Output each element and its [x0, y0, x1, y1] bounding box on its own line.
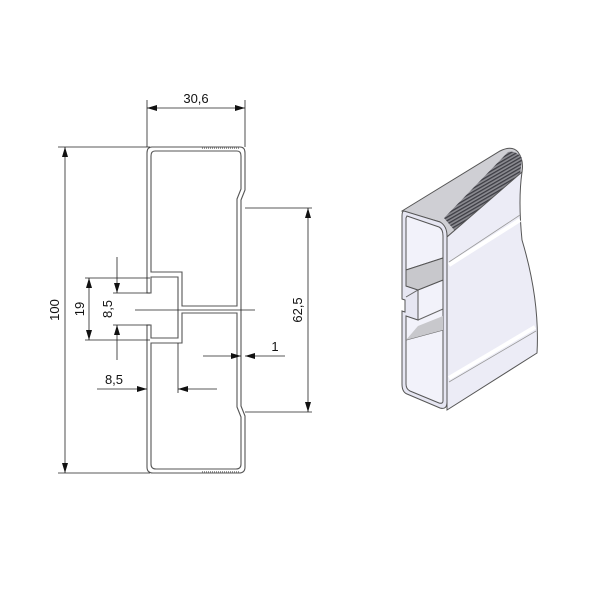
dimension-wall-thickness: 1: [203, 339, 285, 359]
dimension-wall-thickness-label: 1: [271, 339, 278, 354]
dimension-height: 100: [47, 146, 150, 474]
dimension-slot-opening-label: 8,5: [100, 300, 115, 318]
dimension-slot-opening: 8,5: [100, 257, 150, 360]
dimension-slot-depth-label: 8,5: [105, 372, 123, 387]
dimension-slot-outer-label: 19: [72, 302, 87, 316]
dimension-groove-span: 62,5: [245, 207, 312, 413]
dimension-height-label: 100: [47, 299, 62, 321]
dimension-slot-depth: 8,5: [97, 343, 217, 393]
profile-3d-view: [400, 147, 538, 411]
dimension-width: 30,6: [146, 91, 246, 147]
profile-cross-section: [146, 146, 246, 474]
dimension-width-label: 30,6: [183, 91, 208, 106]
dimension-slot-outer: 19: [72, 277, 150, 341]
dimension-groove-span-label: 62,5: [290, 297, 305, 322]
